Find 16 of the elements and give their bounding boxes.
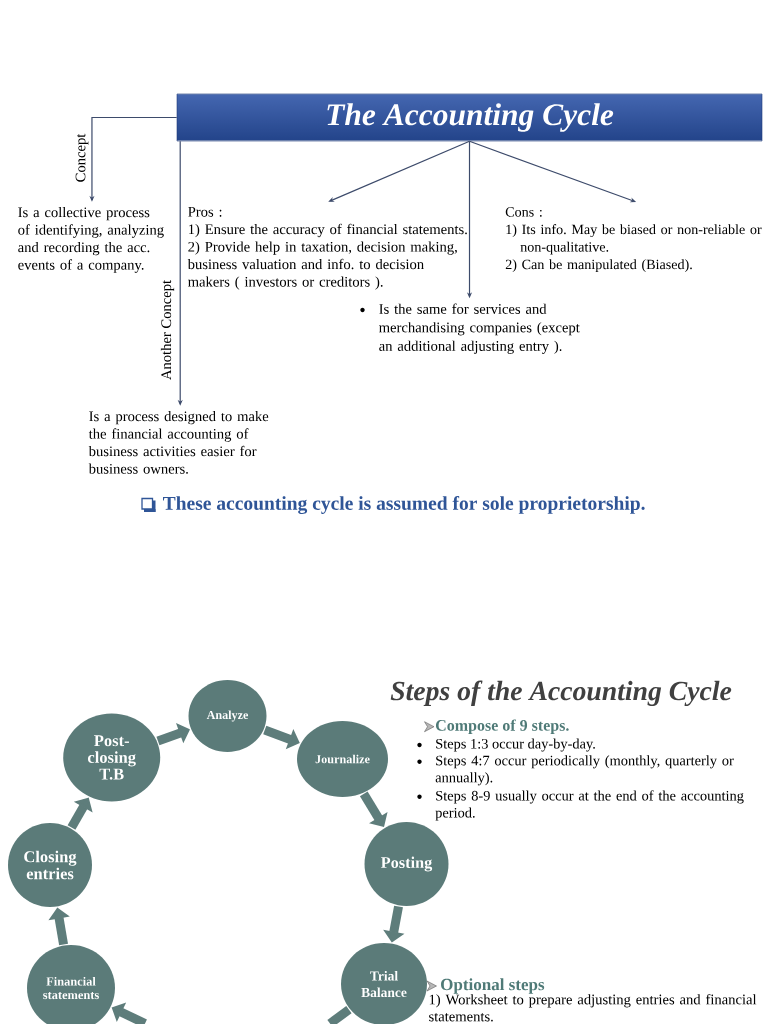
- subheading: Compose of 9 steps.: [436, 719, 569, 735]
- slide-heading: Steps of the Accounting Cycle: [390, 680, 732, 707]
- list-text: Cons : 1) Its info. May be biased or non-reliable or non-qualitative. 2) Can be manipulated (Biased).: [505, 207, 762, 273]
- bullet-text: Steps 1:3 occur day-by-day.: [436, 738, 595, 752]
- bullet-text: Is the same for services and merchandising companies (except an additional adjusting entry ).: [379, 303, 580, 354]
- bullet-text: Steps 8-9 usually occur at the end of the accounting period.: [435, 790, 744, 821]
- arrow: [328, 140, 471, 202]
- definition-text: Is a collective process of identifying, analyzing and recording the acc. events of a company.: [18, 207, 164, 273]
- list-text: Pros : 1) Ensure the accuracy of financial statements. 2) Provide help in taxation, decision making, business valuation and info. to decision makers ( investors or creditors ).: [187, 206, 467, 290]
- block-arrow: [156, 722, 190, 746]
- edge-label: Concept: [75, 133, 89, 182]
- note-text: These accounting cycle is assumed for sole proprietorship.: [163, 496, 645, 514]
- bullet-text: Steps 4:7 occur periodically (monthly, quarterly or annually).: [435, 755, 734, 786]
- edge-label: Another Concept: [160, 280, 175, 380]
- title-bar: The Accounting Cycle: [176, 93, 763, 142]
- definition-text: Is a process designed to make the financial accounting of business activities easier for business owners.: [88, 411, 269, 474]
